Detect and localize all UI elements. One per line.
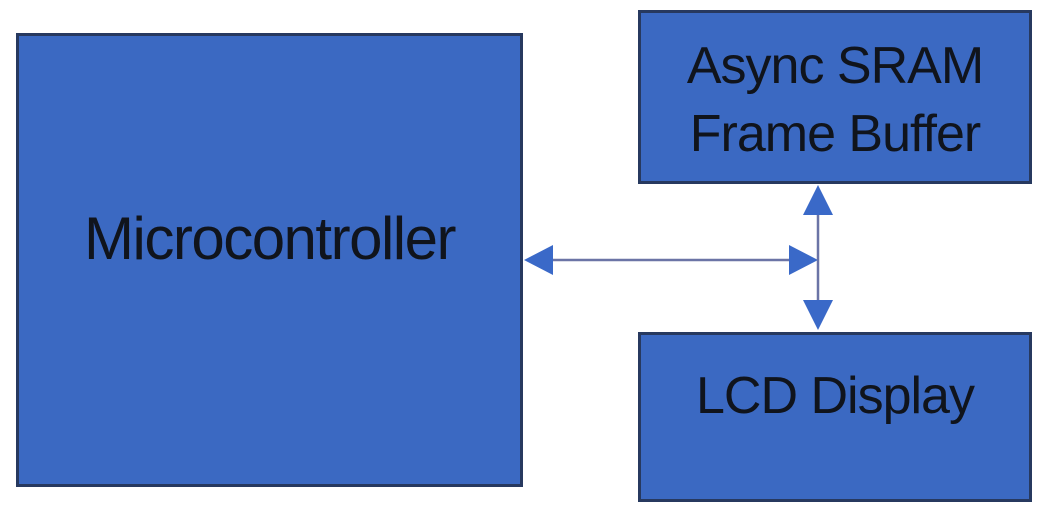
microcontroller-label: Microcontroller (84, 204, 456, 272)
lcd-display-label: LCD Display (696, 367, 975, 425)
node-lcd-display: LCD Display (638, 332, 1032, 502)
sram-label-line-1: Async SRAM (686, 37, 984, 95)
arrow-head-up (803, 185, 833, 215)
arrow-head-down (803, 300, 833, 330)
node-microcontroller: Microcontroller (16, 33, 523, 487)
arrow-head-left (524, 245, 553, 275)
node-async-sram-frame-buffer: Async SRAM Frame Buffer (638, 10, 1032, 184)
vertical-bidirectional-arrow (803, 185, 833, 330)
arrow-head-right (789, 245, 818, 275)
horizontal-bidirectional-arrow (524, 245, 818, 275)
sram-label-line-2: Frame Buffer (689, 105, 981, 163)
